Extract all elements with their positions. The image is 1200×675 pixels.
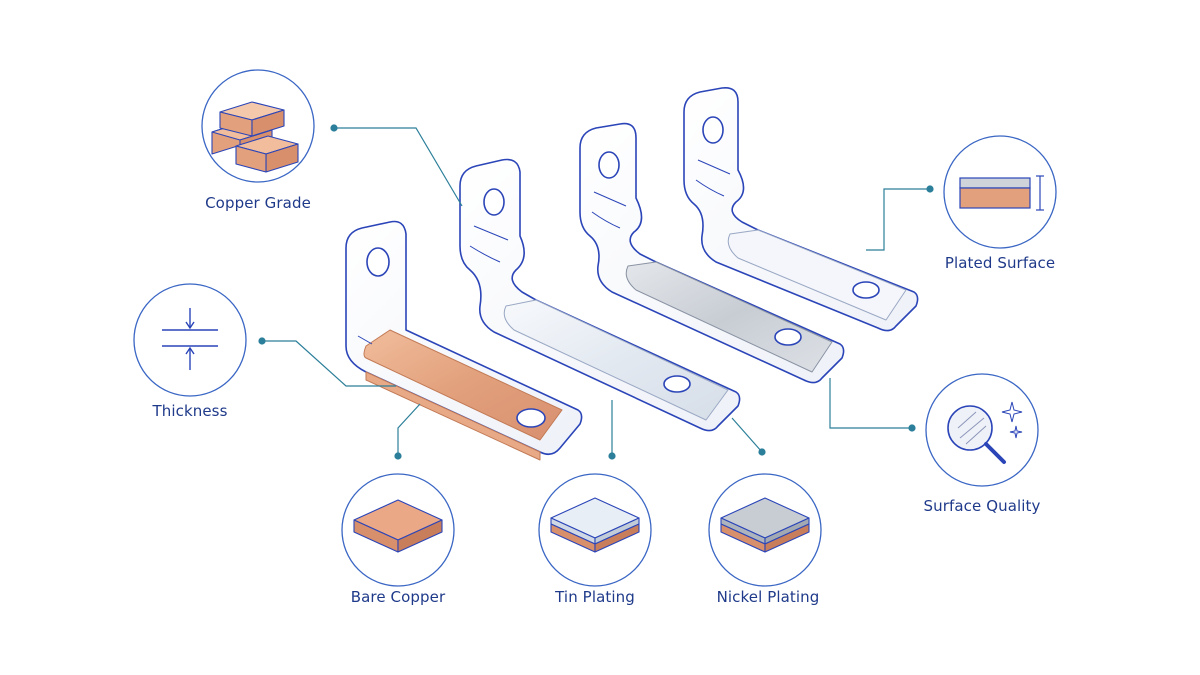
busbar-tin-plating [459, 158, 741, 432]
leader-dot-plated-surface [926, 185, 934, 193]
copper-block-icon [353, 499, 443, 553]
busbar-nickel-plating [579, 122, 845, 384]
tin-block-icon [550, 497, 640, 553]
thickness-arrows-icon [162, 308, 218, 370]
label-thickness: Thickness [152, 402, 228, 420]
copper-bars-icon [211, 101, 299, 173]
label-nickel-plating: Nickel Plating [716, 588, 820, 606]
leader-thickness [262, 340, 396, 387]
label-tin-plating: Tin Plating [555, 588, 635, 606]
label-copper-grade: Copper Grade [205, 194, 311, 212]
busbar-bare-copper [345, 220, 583, 461]
label-bare-copper: Bare Copper [350, 588, 446, 606]
label-plated-surface: Plated Surface [944, 254, 1056, 272]
leader-dot-copper-grade [330, 124, 338, 132]
leader-bare-copper [397, 403, 421, 456]
leader-dot-nickel-plating [758, 448, 766, 456]
magnifier-sparkle-icon [947, 401, 1023, 464]
leader-lines [258, 124, 934, 460]
leader-dot-tin-plating [608, 452, 616, 460]
leader-surface-quality [829, 378, 912, 429]
leader-plated-surface [866, 188, 930, 251]
leader-dot-bare-copper [394, 452, 402, 460]
plating-layer-icon [959, 175, 1044, 211]
leader-dot-surface-quality [908, 424, 916, 432]
circle-thickness [133, 283, 247, 397]
busbar-plated-surface [683, 86, 919, 332]
leader-dot-thickness [258, 337, 266, 345]
leader-copper-grade [334, 127, 463, 207]
leader-nickel-plating [731, 417, 763, 453]
nickel-block-icon [720, 497, 810, 553]
label-surface-quality: Surface Quality [923, 497, 1041, 515]
